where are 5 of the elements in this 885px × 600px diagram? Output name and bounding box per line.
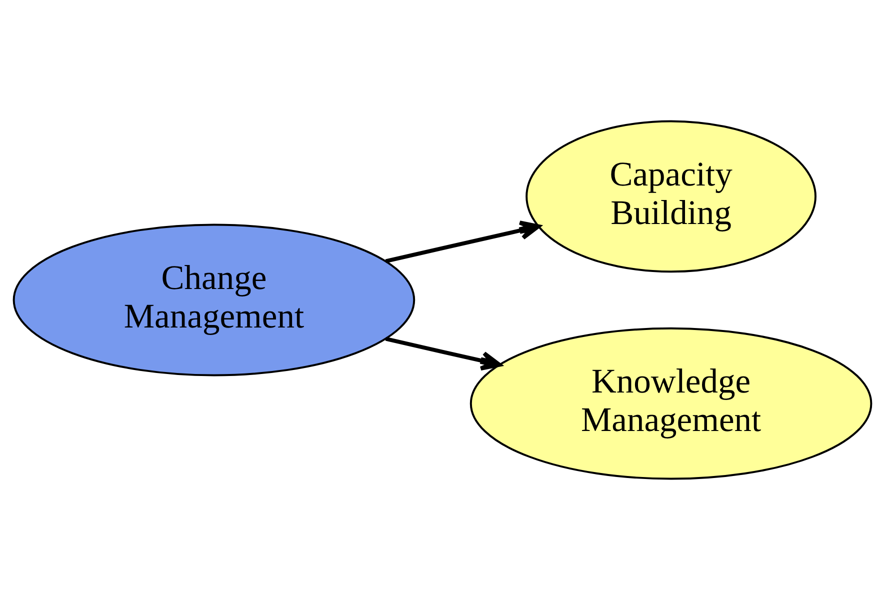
node-ellipse: Knowledge Management [470, 327, 872, 480]
node-ellipse: Change Management [12, 224, 416, 376]
arrow [385, 336, 502, 370]
node-ellipse: Capacity Building [526, 120, 816, 273]
arrow [385, 220, 540, 264]
